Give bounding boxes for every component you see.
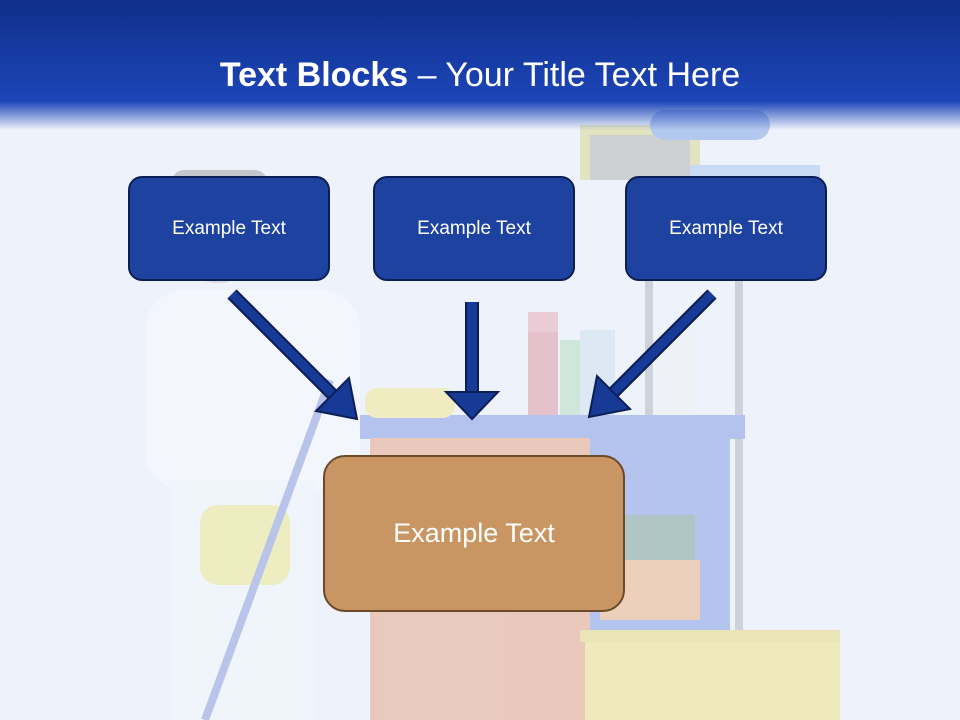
text-block-right[interactable]: Example Text bbox=[625, 176, 827, 281]
text-block-left-label: Example Text bbox=[172, 217, 286, 239]
slide-title[interactable]: Text Blocks – Your Title Text Here bbox=[0, 52, 960, 98]
text-block-center[interactable]: Example Text bbox=[373, 176, 575, 281]
text-block-left[interactable]: Example Text bbox=[128, 176, 330, 281]
text-block-right-label: Example Text bbox=[669, 217, 783, 239]
title-bar bbox=[0, 0, 960, 130]
title-bold-part: Text Blocks bbox=[219, 56, 409, 94]
title-regular-part: – Your Title Text Here bbox=[408, 56, 741, 94]
text-block-main-label: Example Text bbox=[393, 518, 555, 548]
text-block-center-label: Example Text bbox=[417, 217, 531, 239]
text-block-main[interactable]: Example Text bbox=[323, 455, 625, 612]
